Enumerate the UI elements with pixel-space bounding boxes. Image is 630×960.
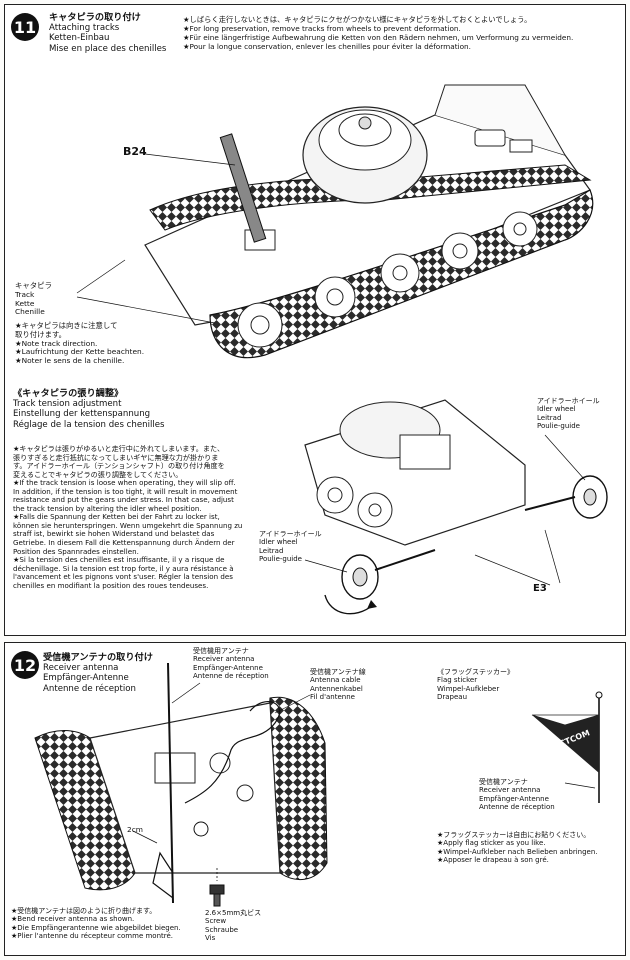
storage-notes: ★しばらく走行しないときは、キャタピラにクセがつかない様にキャタピラを外しておく… [183, 15, 574, 51]
step-11-panel: 11 キャタピラの取り付け Attaching tracks Ketten-Ei… [4, 4, 626, 636]
step-12-title: 受信機アンテナの取り付け Receiver antenna Empfänger-… [43, 652, 153, 694]
screw-label: 2.6×5mm丸ビス Screw Schraube Vis [205, 909, 262, 943]
flag-sticker-notes: ★フラッグステッカーは自由にお貼りください。 ★Apply flag stick… [437, 831, 598, 865]
step-12-panel: 12 受信機アンテナの取り付け Receiver antenna Empfäng… [4, 642, 626, 956]
track-direction-notes: ★キャタピラは向きに注意して 取り付けます。 ★Note track direc… [15, 321, 145, 366]
bend-dimension-label: 2cm [127, 825, 143, 834]
step-number-11: 11 [11, 13, 39, 41]
idler-wheel-label-right: アイドラーホイール Idler wheel Leitrad Poulie-gui… [537, 397, 600, 431]
part-b24-label: B24 [123, 145, 147, 158]
part-e3-label: E3 [533, 583, 547, 594]
idler-wheel-label-left: アイドラーホイール Idler wheel Leitrad Poulie-gui… [259, 530, 322, 564]
receiver-antenna-label-top: 受信機用アンテナ Receiver antenna Empfänger-Ante… [193, 647, 269, 681]
tank-track-illustration [76, 84, 608, 615]
antenna-bend-notes: ★受信機アンテナは図のように折り曲げます。 ★Bend receiver ant… [11, 907, 181, 941]
receiver-antenna-label-right: 受信機アンテナ Receiver antenna Empfänger-Anten… [479, 778, 555, 812]
tension-instructions: ★キャタピラは張りがゆるいと走行中に外れてしまいます。また、 張りすぎると走行抵… [13, 444, 243, 590]
tension-heading: 《キャタピラの張り調整》 Track tension adjustment Ei… [13, 388, 165, 430]
track-label: キャタピラ Track Kette Chenille [15, 281, 52, 317]
flag-sticker-label: 《フラッグステッカー》 Flag sticker Wimpel-Aufklebe… [437, 668, 514, 702]
antenna-illustration [34, 662, 603, 907]
step-11-title: キャタピラの取り付け Attaching tracks Ketten-Einba… [49, 12, 167, 54]
step-number-12: 12 [11, 651, 39, 679]
antenna-cable-label: 受信機アンテナ線 Antenna cable Antennenkabel Fil… [310, 668, 366, 702]
